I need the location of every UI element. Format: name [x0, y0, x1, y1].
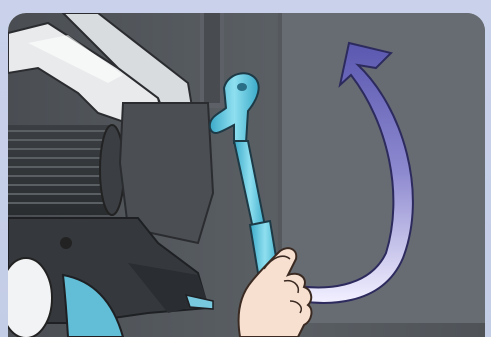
ribbed-roller — [8, 125, 124, 215]
housing-hole — [60, 237, 72, 249]
white-disk — [8, 258, 52, 337]
printer-illustration — [8, 13, 485, 337]
illustration-panel — [8, 13, 485, 337]
